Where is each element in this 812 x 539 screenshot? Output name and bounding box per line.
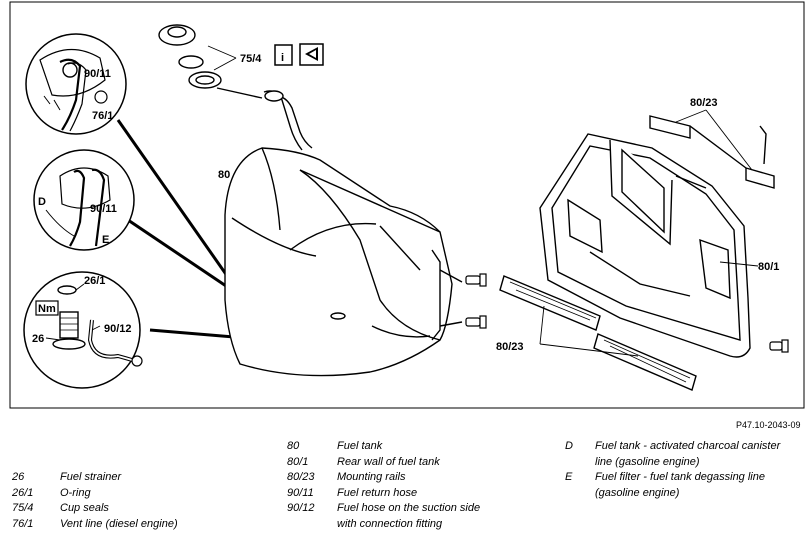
callout-leader-lines: [45, 45, 759, 357]
tank-bolts: [465, 273, 487, 329]
callout-90-11-top: 90/11: [84, 68, 111, 80]
inset-top-return-hose: [25, 33, 127, 135]
info-icon: i: [274, 44, 293, 66]
callout-D: D: [38, 196, 46, 208]
legend-item: 80 Fuel tank: [287, 439, 480, 455]
legend-column-3: D Fuel tank - activated charcoal canister…: [565, 439, 795, 501]
legend-item: 26 Fuel strainer: [12, 470, 178, 486]
mounting-rail-top: [649, 115, 775, 189]
legend-item: with connection fitting: [287, 517, 480, 533]
legend-code: 80: [287, 440, 300, 452]
legend-code: 80/23: [287, 471, 315, 483]
legend-column-2: 80 Fuel tank 80/1 Rear wall of fuel tank 8…: [287, 439, 480, 532]
legend-text: Fuel strainer: [60, 471, 122, 483]
legend-text: Vent line (diesel engine): [60, 517, 178, 530]
legend-item: 76/1 Vent line (diesel engine): [12, 517, 178, 533]
legend-item: E Fuel filter - fuel tank degassing line …: [565, 470, 795, 501]
legend-item: 75/4 Cup seals: [12, 501, 178, 517]
legend-item: D Fuel tank - activated charcoal canister…: [565, 439, 795, 470]
legend-code: 26: [12, 471, 25, 483]
mounting-rail-bottom-right: [593, 333, 697, 391]
callout-80: 80: [218, 169, 230, 181]
inset-middle-lines: [33, 149, 135, 251]
legend-text: with connection fitting: [337, 517, 443, 530]
direction-arrow-icon: [299, 43, 324, 66]
legend-code: 80/1: [287, 455, 309, 468]
legend-text: Fuel return hose: [337, 486, 418, 499]
legend-column-1: 26 Fuel strainer 26/1 O-ring 75/4 Cup seals…: [12, 470, 178, 532]
legend-item: 90/12 Fuel hose on the suction side: [287, 501, 480, 517]
callout-26: 26: [32, 333, 44, 345]
legend-code: 90/11: [287, 486, 314, 499]
legend-text: Fuel tank - activated charcoal canister …: [595, 440, 781, 468]
legend-item: 80/1 Rear wall of fuel tank: [287, 455, 480, 471]
mounting-rail-bottom-left: [499, 275, 601, 331]
callout-75-4: 75/4: [240, 53, 262, 65]
legend-text: Fuel tank: [337, 440, 383, 452]
svg-text:i: i: [281, 52, 284, 64]
legend-text: O-ring: [60, 486, 91, 499]
legend-text: Mounting rails: [337, 471, 406, 483]
legend-text: Cup seals: [60, 502, 109, 514]
callout-90-12: 90/12: [104, 323, 132, 335]
legend-code: 75/4: [12, 502, 34, 514]
legend-code: 90/12: [287, 502, 315, 514]
callout-90-11-mid: 90/11: [90, 203, 117, 215]
legend-code: E: [565, 471, 573, 483]
callout-nm: Nm: [38, 303, 56, 315]
legend-item: 26/1 O-ring: [12, 486, 178, 502]
rear-wall-bolt: [769, 339, 789, 353]
callout-80-23-bottom: 80/23: [496, 341, 524, 353]
legend-code: D: [565, 440, 573, 452]
diagram-frame: [9, 1, 805, 409]
callout-E: E: [102, 234, 109, 246]
legend-item: 90/11 Fuel return hose: [287, 486, 480, 502]
legend-code: 76/1: [12, 517, 34, 530]
legend-text: Rear wall of fuel tank: [337, 455, 440, 468]
filler-neck: [263, 90, 313, 151]
legend-text: Fuel filter - fuel tank degassing line (…: [595, 471, 765, 499]
legend-code: 26/1: [12, 486, 34, 499]
fuel-tank: [224, 147, 463, 377]
callout-80-1: 80/1: [758, 261, 779, 273]
rear-wall: [539, 133, 751, 358]
legend-code: [287, 517, 337, 533]
legend-text: Fuel hose on the suction side: [337, 502, 481, 514]
cup-seals-group: [158, 24, 263, 99]
callout-80-23-top: 80/23: [690, 97, 718, 109]
figure-reference-id: P47.10-2043-09: [736, 420, 801, 430]
callout-26-1: 26/1: [84, 275, 105, 287]
callout-76-1: 76/1: [92, 110, 113, 122]
inset-bottom-strainer: [23, 271, 143, 389]
legend-item: 80/23 Mounting rails: [287, 470, 480, 486]
